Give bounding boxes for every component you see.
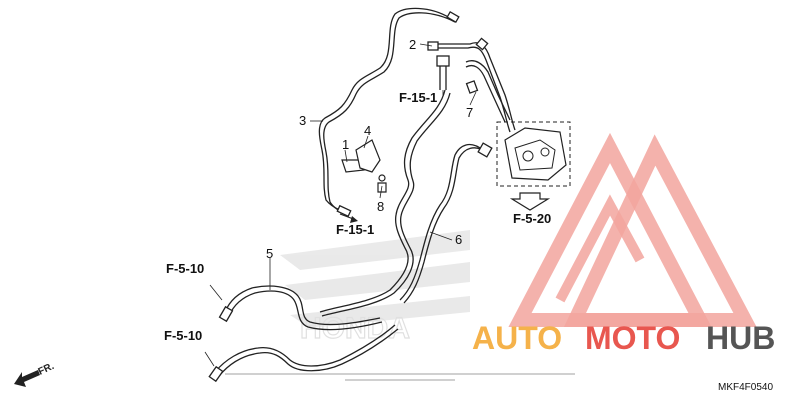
- brake-line-lower: [208, 324, 399, 383]
- ref-f5-20: F-5-20: [513, 211, 551, 226]
- arrow-right-icon: [339, 213, 358, 223]
- wordmark-auto: AUTO: [472, 320, 562, 356]
- callout-5: 5: [266, 246, 273, 261]
- front-direction: FR.: [14, 361, 56, 387]
- brake-line-5: [218, 285, 383, 331]
- automotohub-logo: [508, 132, 757, 327]
- ref-f5-10-top: F-5-10: [166, 261, 204, 276]
- ref-f15-1-top: F-15-1: [399, 90, 437, 105]
- copyright-fine-print: [225, 373, 575, 381]
- callout-4: 4: [364, 123, 371, 138]
- automotohub-wordmark: AUTO MOTO HUB: [472, 320, 775, 356]
- callout-8: 8: [377, 199, 384, 214]
- ref-f15-1-bottom: F-15-1: [336, 222, 374, 237]
- wordmark-hub: HUB: [706, 320, 775, 356]
- brake-line-2: [427, 37, 516, 133]
- front-label: FR.: [37, 361, 56, 378]
- wordmark-moto: MOTO: [585, 320, 680, 356]
- honda-wing-logo: HONDA: [280, 230, 470, 346]
- brake-line-3: [318, 7, 460, 218]
- brake-line-6: [319, 89, 493, 317]
- callout-2: 2: [409, 37, 416, 52]
- bracket-assembly: [341, 139, 387, 193]
- callout-6: 6: [455, 232, 462, 247]
- callout-3: 3: [299, 113, 306, 128]
- callout-7: 7: [466, 105, 473, 120]
- leader-lines: [204, 43, 477, 367]
- callout-1: 1: [342, 137, 349, 152]
- abs-modulator: [496, 121, 571, 187]
- ref-f5-10-bottom: F-5-10: [164, 328, 202, 343]
- brake-line-joint: [436, 55, 511, 123]
- diagram-code: MKF4F0540: [718, 382, 773, 393]
- down-arrow-icon: [509, 192, 551, 211]
